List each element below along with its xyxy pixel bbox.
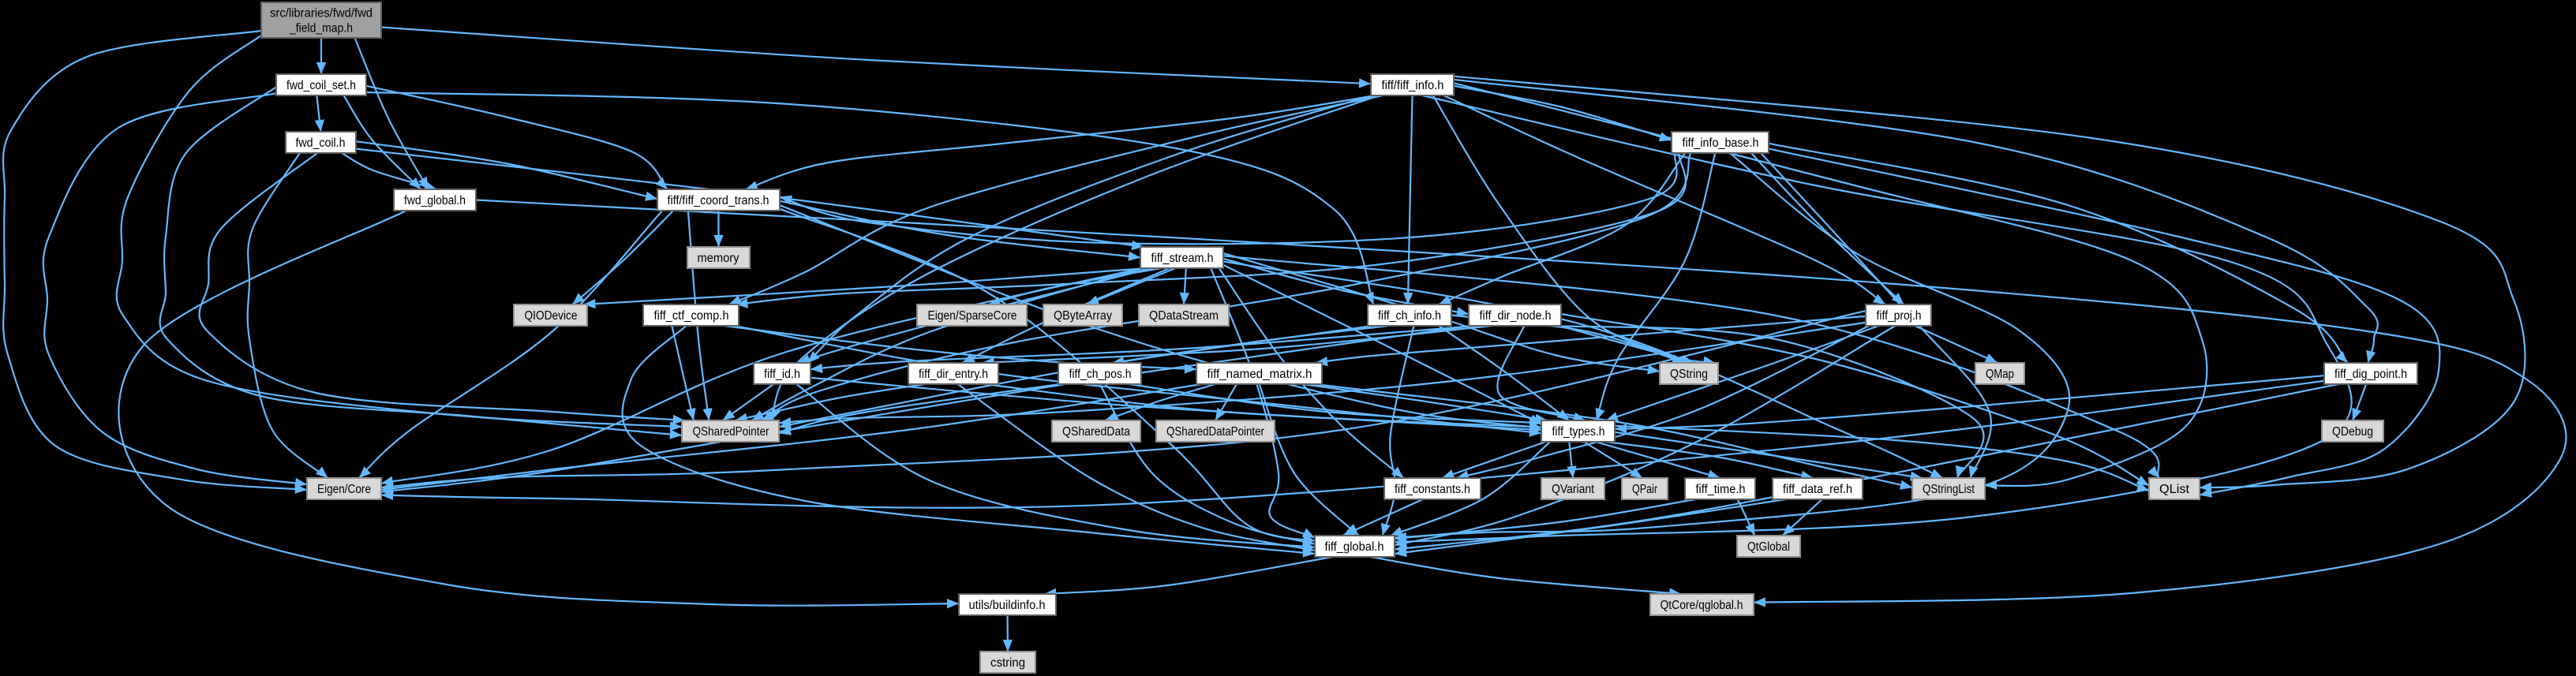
svg-text:fiff_dig_point.h: fiff_dig_point.h <box>2334 368 2407 381</box>
svg-text:QMap: QMap <box>1986 368 2014 381</box>
svg-text:QDebug: QDebug <box>2332 425 2373 439</box>
svg-text:QSharedPointer: QSharedPointer <box>693 425 769 439</box>
svg-text:fiff_named_matrix.h: fiff_named_matrix.h <box>1208 368 1312 381</box>
svg-text:fwd_coil_set.h: fwd_coil_set.h <box>286 79 356 92</box>
svg-text:src/libraries/fwd/fwd: src/libraries/fwd/fwd <box>270 7 373 21</box>
svg-text:fiff_types.h: fiff_types.h <box>1552 425 1605 439</box>
svg-text:fiff/fiff_info.h: fiff/fiff_info.h <box>1382 79 1444 92</box>
svg-text:fiff_global.h: fiff_global.h <box>1325 540 1384 554</box>
svg-text:fiff_time.h: fiff_time.h <box>1696 483 1746 496</box>
svg-text:QStringList: QStringList <box>1923 483 1975 496</box>
svg-text:_field_map.h: _field_map.h <box>289 22 353 35</box>
svg-text:fiff_ch_pos.h: fiff_ch_pos.h <box>1069 368 1132 381</box>
svg-text:QtGlobal: QtGlobal <box>1747 540 1790 554</box>
svg-text:fiff_proj.h: fiff_proj.h <box>1877 309 1922 323</box>
svg-text:fiff_stream.h: fiff_stream.h <box>1151 252 1214 265</box>
svg-text:utils/buildinfo.h: utils/buildinfo.h <box>969 599 1046 612</box>
svg-text:fiff_dir_entry.h: fiff_dir_entry.h <box>919 368 988 381</box>
svg-text:QSharedDataPointer: QSharedDataPointer <box>1166 425 1264 439</box>
svg-text:fwd_global.h: fwd_global.h <box>404 194 466 207</box>
svg-text:memory: memory <box>698 252 739 265</box>
svg-text:fiff_info_base.h: fiff_info_base.h <box>1683 136 1759 150</box>
svg-text:fiff_data_ref.h: fiff_data_ref.h <box>1783 483 1852 496</box>
svg-text:fiff_ch_info.h: fiff_ch_info.h <box>1378 309 1441 323</box>
svg-text:fiff/fiff_coord_trans.h: fiff/fiff_coord_trans.h <box>668 194 769 207</box>
svg-text:fiff_id.h: fiff_id.h <box>764 368 800 381</box>
svg-text:QPair: QPair <box>1632 483 1657 496</box>
svg-text:fiff_ctf_comp.h: fiff_ctf_comp.h <box>654 309 729 323</box>
svg-text:QDataStream: QDataStream <box>1149 309 1219 323</box>
svg-text:Eigen/Core: Eigen/Core <box>317 483 371 496</box>
svg-text:QIODevice: QIODevice <box>525 309 578 323</box>
svg-text:QString: QString <box>1670 368 1708 381</box>
svg-text:QList: QList <box>2159 483 2190 496</box>
svg-text:fiff_constants.h: fiff_constants.h <box>1395 483 1470 496</box>
svg-text:fiff_dir_node.h: fiff_dir_node.h <box>1480 309 1552 323</box>
svg-text:QSharedData: QSharedData <box>1062 425 1130 439</box>
svg-text:fwd_coil.h: fwd_coil.h <box>296 136 346 150</box>
svg-text:QtCore/qglobal.h: QtCore/qglobal.h <box>1661 599 1743 612</box>
svg-text:QVariant: QVariant <box>1552 483 1595 496</box>
svg-text:cstring: cstring <box>990 656 1025 670</box>
svg-text:QByteArray: QByteArray <box>1054 309 1112 323</box>
svg-text:Eigen/SparseCore: Eigen/SparseCore <box>928 309 1017 323</box>
